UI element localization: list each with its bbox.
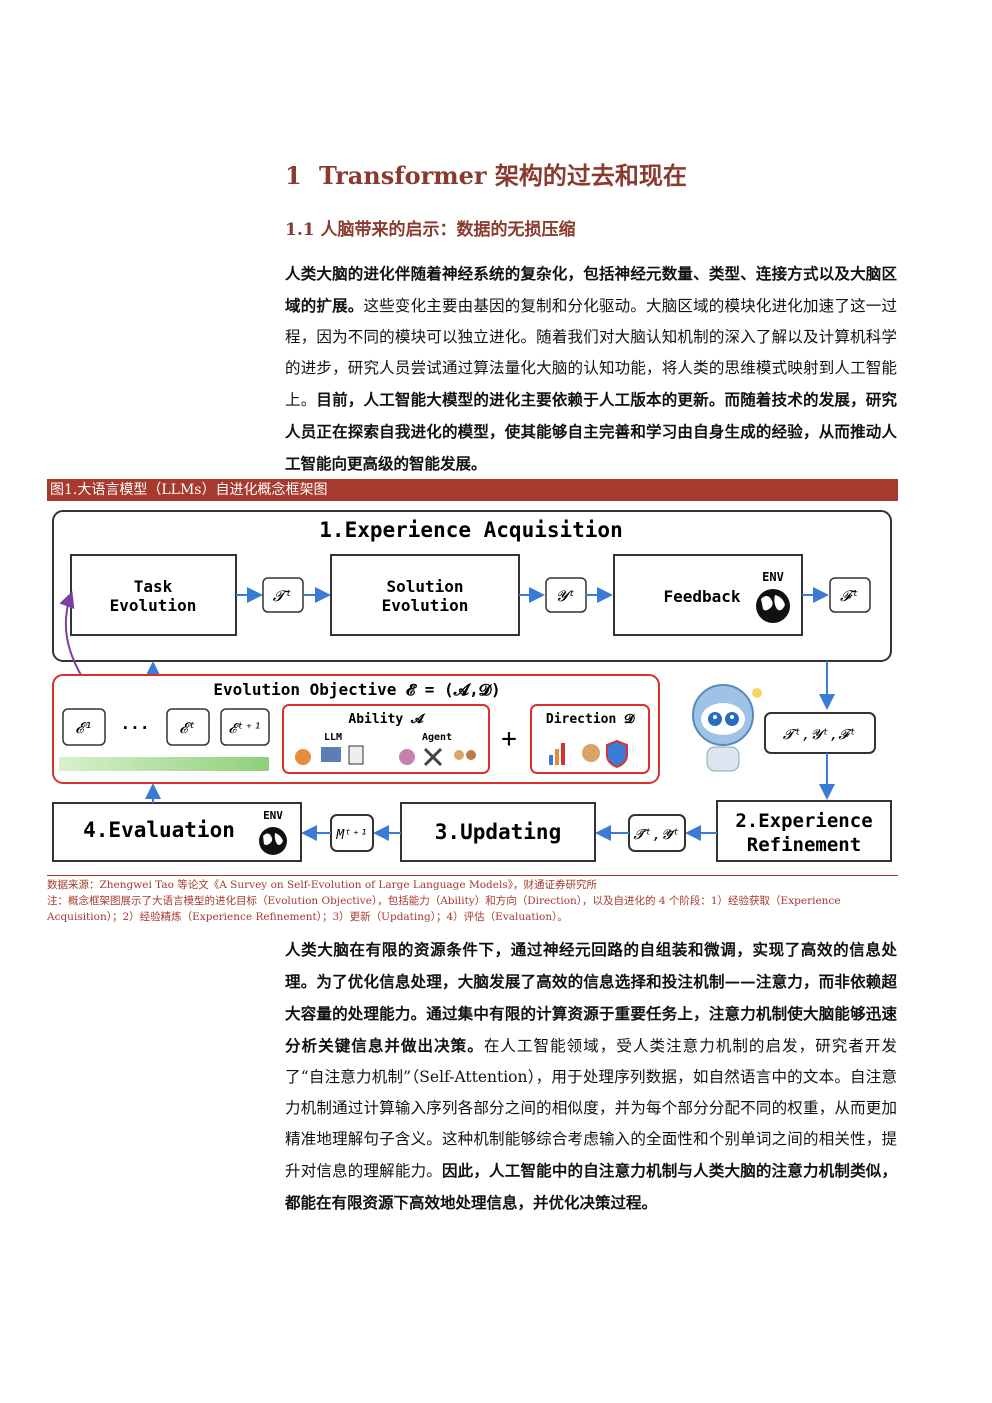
subsection-number: 1.1 [285, 220, 315, 240]
paragraph-2: 人类大脑在有限的资源条件下，通过神经元回路的自组装和微调，实现了高效的信息处理。… [285, 934, 897, 1219]
para1-text-1: 这些变化主要由基因的复制和分化驱动。大脑区域的模块化进化加速了这一过程，因为不同… [285, 297, 897, 409]
solution-evolution-box [330, 554, 520, 636]
agent-label: Agent [422, 732, 452, 743]
robot-mascot [692, 684, 762, 772]
e1-symbol: 𝓔¹ [75, 719, 93, 737]
ability-icons [295, 745, 476, 767]
m-symbol: Mᵗ⁺¹ [335, 828, 367, 843]
section-title: Transformer 架构的过去和现在 [319, 161, 687, 190]
section-heading: 1 Transformer 架构的过去和现在 [285, 156, 687, 191]
progress-gradient-arrow [59, 757, 269, 771]
refinement-line2: Refinement [747, 834, 861, 856]
refinement-box [716, 800, 892, 862]
acquisition-title: 1.Experience Acquisition [319, 518, 622, 542]
et-symbol: 𝓔ᵗ [179, 719, 197, 737]
para1-bold-1: 人类大脑的进化伴随着神经系统的复杂化，包括神经元数量、类型、连接方式以及大脑区域… [285, 264, 897, 315]
figure-divider [47, 875, 898, 876]
solution-line2: Evolution [382, 596, 469, 615]
evaluation-env-label: ENV [263, 809, 283, 822]
figure-title: 图1.大语言模型（LLMs）自进化概念框架图 [47, 479, 898, 501]
task-line2: Evolution [110, 596, 197, 615]
feedback-label: Feedback [663, 587, 740, 606]
para2-bold-1: 人类大脑在有限的资源条件下，通过神经元回路的自组装和微调，实现了高效的信息处理。… [285, 940, 897, 1055]
et-box [166, 708, 210, 746]
plus-sign: + [501, 724, 517, 754]
subsection-title: 人脑带来的启示：数据的无损压缩 [320, 220, 576, 240]
note-line-1: 注：概念框架图展示了大语言模型的进化目标（Evolution Objective… [47, 895, 841, 907]
evaluation-label: 4.Evaluation [83, 818, 235, 842]
ability-label: Ability 𝓐 [348, 712, 426, 727]
source-note: 数据来源：Zhengwei Tao 等论文《A Survey on Self-E… [47, 879, 597, 891]
feedback-env-label: ENV [762, 570, 784, 584]
para2-text-1: 在人工智能领域，受人类注意力机制的启发，研究者开发了“自注意力机制”（Self-… [285, 1037, 897, 1180]
para2-bold-2: 因此，人工智能中的自注意力机制与人类大脑的注意力机制类似，都能在有限资源下高效地… [285, 1161, 897, 1212]
globe-icon [259, 827, 287, 855]
symbol-y: 𝓨ᵗ [556, 587, 577, 605]
globe-icon [756, 589, 790, 623]
updating-label: 3.Updating [435, 820, 561, 844]
paragraph-1: 人类大脑的进化伴随着神经系统的复杂化，包括神经元数量、类型、连接方式以及大脑区域… [285, 258, 897, 480]
ellipsis: ··· [121, 718, 150, 737]
para1-bold-2: 目前，人工智能大模型的进化主要依赖于人工版本的更新。而随着技术的发展，研究人员正… [285, 390, 897, 473]
symbol-f: 𝓕ᵗ [840, 587, 860, 605]
subsection-heading: 1.1 人脑带来的启示：数据的无损压缩 [285, 215, 576, 240]
e1-box [62, 708, 106, 746]
self-evolution-diagram: 1.Experience Acquisition Task Evolution … [52, 510, 892, 862]
et1-symbol: 𝓔ᵗ⁺¹ [228, 721, 261, 737]
task-line1: Task [134, 577, 173, 596]
tyf-box [764, 712, 876, 754]
tyf-symbol: 𝓣ᵗ,𝓨ᵗ,𝓕ᵗ [783, 727, 857, 743]
section-number: 1 [285, 161, 302, 190]
symbol-t: 𝓣ᵗ [273, 587, 294, 605]
et1-box [220, 708, 270, 746]
direction-icons [549, 739, 628, 769]
note-line-2: Acquisition）；2）经验精炼（Experience Refinemen… [47, 911, 568, 923]
symbol-f-box [829, 577, 871, 613]
objective-title: Evolution Objective 𝓔 = (𝓐,𝓓) [213, 680, 500, 699]
llm-label: LLM [324, 732, 342, 743]
ty-tilde-symbol: 𝓣̃ᵗ,𝓨̃ᵗ [634, 827, 681, 843]
solution-line1: Solution [386, 577, 463, 596]
direction-label: Direction 𝓓 [546, 712, 635, 727]
evaluation-box [52, 802, 302, 862]
refinement-line1: 2.Experience [735, 810, 872, 832]
updating-box [400, 802, 596, 862]
